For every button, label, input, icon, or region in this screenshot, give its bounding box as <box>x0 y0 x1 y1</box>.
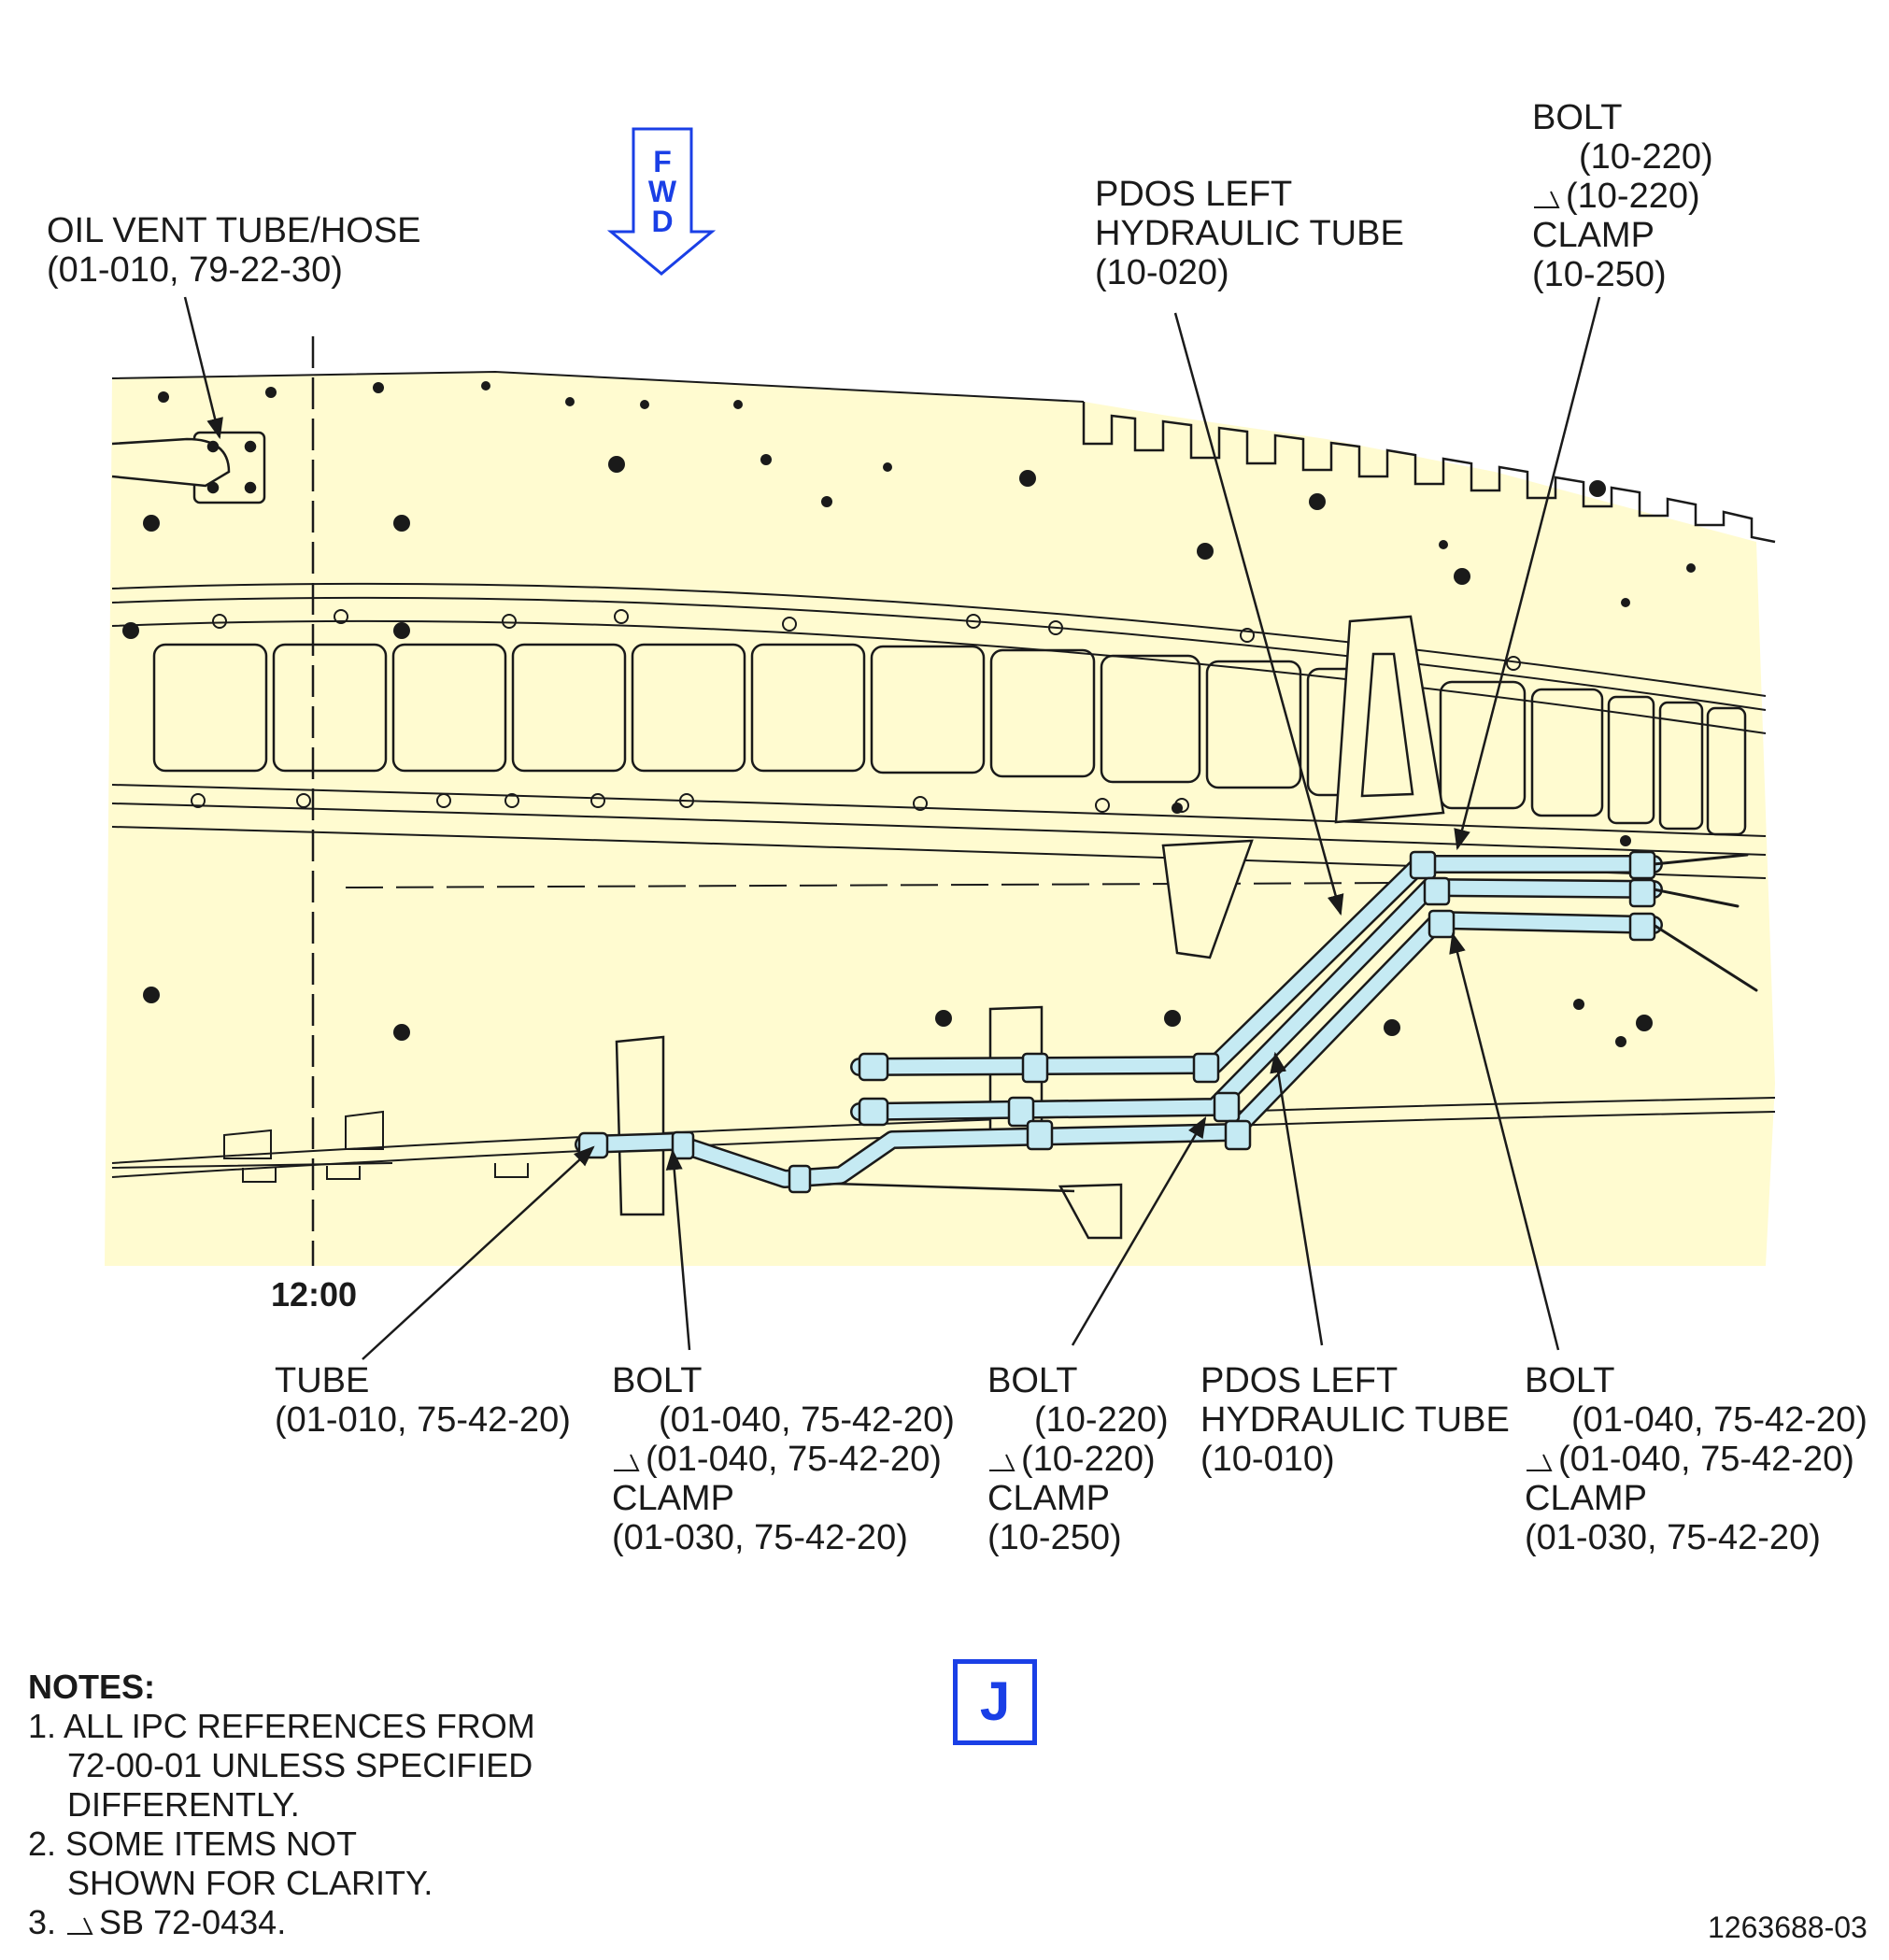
clamp-b2-ref: (10-250) <box>987 1518 1122 1557</box>
sb-triangle-icon <box>1534 191 1560 208</box>
clock-position-label: 12:00 <box>271 1275 358 1314</box>
pdos-left-top-label: PDOS LEFT HYDRAULIC TUBE (10-020) <box>1095 175 1404 292</box>
note-3: 3. SB 72-0434. <box>28 1903 535 1942</box>
clamp-top-ref: (10-250) <box>1532 255 1667 294</box>
bolt-top-ref: (10-220) <box>1579 137 1713 177</box>
figure-number: 1263688-03 <box>1708 1910 1868 1944</box>
band-lines <box>111 582 1776 1178</box>
tube-clamps <box>577 850 1656 1194</box>
bolt-b2-ref: (10-220) <box>1034 1400 1169 1440</box>
tube-name: TUBE <box>275 1361 370 1400</box>
clamp-b3-ref: (01-030, 75-42-20) <box>1525 1518 1821 1557</box>
notched-rim <box>1082 402 1776 544</box>
clamp-b3-name: CLAMP <box>1525 1479 1647 1518</box>
fastener-dots <box>122 381 1696 1047</box>
fwd-letter-w: W <box>648 175 677 208</box>
fwd-letter-d: D <box>651 205 673 238</box>
bolt-clamp-b2-label: BOLT (10-220) (10-220) CLAMP (10-250) <box>987 1361 1169 1557</box>
notes-block: NOTES: 1. ALL IPC REFERENCES FROM 72-00-… <box>28 1668 535 1942</box>
oil-vent-name: OIL VENT TUBE/HOSE <box>47 211 421 250</box>
sb-triangle-icon <box>1527 1454 1553 1471</box>
clamp-b2-name: CLAMP <box>987 1479 1110 1518</box>
fwd-letter-f: F <box>653 145 672 178</box>
bolt-clamp-top-label: BOLT (10-220) (10-220) CLAMP (10-250) <box>1532 98 1713 294</box>
pdos-bottom-ref: (10-010) <box>1200 1440 1335 1479</box>
panel-row <box>152 643 1747 836</box>
bolt-b1-name: BOLT <box>612 1361 703 1400</box>
note-1-line3: DIFFERENTLY. <box>67 1785 300 1824</box>
sb-triangle-icon <box>67 1917 93 1935</box>
pdos-top-line2: HYDRAULIC TUBE <box>1095 214 1404 253</box>
pdos-bottom-line2: HYDRAULIC TUBE <box>1200 1400 1510 1440</box>
bolt-top-name: BOLT <box>1532 98 1623 137</box>
pdos-top-ref: (10-020) <box>1095 253 1229 292</box>
pdos-left-bottom-label: PDOS LEFT HYDRAULIC TUBE (10-010) <box>1200 1361 1510 1479</box>
notes-heading: NOTES: <box>28 1668 156 1706</box>
bolt-b3-sb-ref: (01-040, 75-42-20) <box>1558 1440 1854 1479</box>
note-1-line1: 1. ALL IPC REFERENCES FROM <box>28 1707 535 1745</box>
bolt-b3-name: BOLT <box>1525 1361 1615 1400</box>
sb-triangle-icon <box>989 1454 1016 1471</box>
bolt-b1-ref: (01-040, 75-42-20) <box>659 1400 955 1440</box>
note-3-number: 3. <box>28 1903 57 1941</box>
forward-arrow[interactable] <box>606 127 717 276</box>
tube-label: TUBE (01-010, 75-42-20) <box>275 1361 571 1440</box>
bolt-b2-name: BOLT <box>987 1361 1078 1400</box>
clamp-b1-name: CLAMP <box>612 1479 734 1518</box>
clamp-top-name: CLAMP <box>1532 216 1655 255</box>
bolt-b3-ref: (01-040, 75-42-20) <box>1571 1400 1868 1440</box>
bolt-clamp-b3-label: BOLT (01-040, 75-42-20) (01-040, 75-42-2… <box>1525 1361 1868 1557</box>
tube-ref: (01-010, 75-42-20) <box>275 1400 571 1440</box>
oil-vent-label: OIL VENT TUBE/HOSE (01-010, 79-22-30) <box>47 211 421 290</box>
view-label[interactable]: J <box>953 1659 1037 1745</box>
pdos-top-line1: PDOS LEFT <box>1095 175 1293 214</box>
note-2-line2: SHOWN FOR CLARITY. <box>67 1864 433 1902</box>
bolt-b1-sb-ref: (01-040, 75-42-20) <box>646 1440 942 1479</box>
note-2-line1: 2. SOME ITEMS NOT <box>28 1825 358 1863</box>
bolt-clamp-b1-label: BOLT (01-040, 75-42-20) (01-040, 75-42-2… <box>612 1361 955 1557</box>
leader-lines <box>183 296 1601 1360</box>
case-panel <box>105 372 1775 1266</box>
note-3-text: SB 72-0434. <box>99 1903 287 1941</box>
sb-triangle-icon <box>614 1454 640 1471</box>
oil-vent-fitting <box>111 431 266 504</box>
clamp-b1-ref: (01-030, 75-42-20) <box>612 1518 908 1557</box>
note-1-line2: 72-00-01 UNLESS SPECIFIED <box>67 1746 533 1784</box>
bolt-b2-sb-ref: (10-220) <box>1021 1440 1156 1479</box>
bolt-top-sb-ref: (10-220) <box>1566 177 1700 216</box>
oil-vent-ref: (01-010, 79-22-30) <box>47 250 343 290</box>
bottom-tabs <box>111 1110 529 1183</box>
pdos-bottom-line1: PDOS LEFT <box>1200 1361 1399 1400</box>
